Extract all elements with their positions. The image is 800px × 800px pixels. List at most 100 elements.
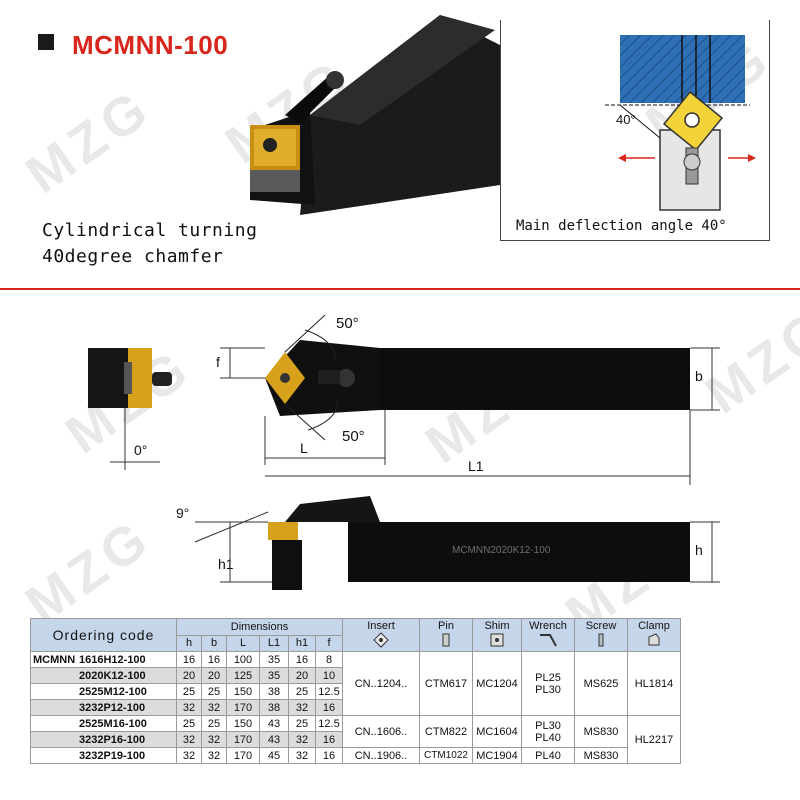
angle-label-9: 9° [176,505,190,521]
cell-h: 32 [176,699,202,716]
diagram-panel [500,20,770,241]
cell-h: 32 [176,731,202,748]
title-bullet [38,34,54,50]
cell-L: 100 [226,651,260,668]
cell-h: 25 [176,715,202,732]
cell-b: 16 [201,651,227,668]
cell-L: 170 [226,699,260,716]
cell-shim: MC1204 [472,651,522,716]
header-screw: Screw [574,618,628,652]
ordering-code: 1616H12-100 [77,651,177,668]
cell-b: 32 [201,699,227,716]
cell-h1: 32 [288,731,316,748]
cell-b: 20 [201,667,227,684]
angle-label-50-bottom: 50° [342,428,365,445]
cell-L1: 43 [259,715,289,732]
cell-pin: CTM617 [419,651,473,716]
engraving-text: MCMNN2020K12-100 [452,545,551,556]
cell-L: 150 [226,683,260,700]
divider [0,288,800,290]
cell-screw: MS830 [574,715,628,748]
cell-clamp: HL1814 [627,651,681,716]
cell-h1: 20 [288,667,316,684]
ordering-code: 2020K12-100 [77,667,177,684]
cell-L1: 38 [259,683,289,700]
table-row: 3232P19-100 32 32 170 45 32 16 CN..1906.… [30,747,681,764]
cell-b: 25 [201,683,227,700]
product-photo [250,15,500,215]
cell-L: 170 [226,747,260,764]
table-row: 2525M16-100 25 25 150 43 25 12.5 CN..160… [30,715,681,764]
cell-h1: 32 [288,747,316,764]
ordering-code: 2525M12-100 [77,683,177,700]
dim-col-L: L [226,634,260,652]
header-clamp: Clamp [627,618,681,652]
cell-f: 16 [315,747,343,764]
series-spacer [30,667,77,684]
wrench-icon [540,633,557,646]
header-wrench-label: Wrench [529,619,567,632]
cell-h1: 16 [288,651,316,668]
dim-col-L1: L1 [259,634,289,652]
header-shim-label: Shim [484,619,510,632]
cell-L1: 35 [259,651,289,668]
cell-b: 32 [201,731,227,748]
header-insert-label: Insert [367,619,395,632]
header-pin: Pin [419,618,473,652]
cell-insert: CN..1906.. [342,747,420,764]
cell-f: 10 [315,667,343,684]
cell-shim: MC1904 [472,747,522,764]
cutting-schematic [605,35,756,211]
watermark: MZG [15,76,163,206]
cell-shim: MC1604 [472,715,522,748]
ordering-code: 2525M16-100 [77,715,177,732]
series-spacer [30,699,77,716]
spec-table: Ordering code Dimensions Insert Pin Shim… [30,618,681,764]
cell-h: 20 [176,667,202,684]
series-spacer [30,683,77,700]
dim-col-b: b [201,634,227,652]
shim-icon [490,633,504,646]
ordering-code: 3232P12-100 [77,699,177,716]
table-row: MCMNN 1616H12-100 16 16 100 35 16 8 CN..… [30,651,681,716]
cell-h1: 25 [288,715,316,732]
cell-clamp: HL2217 [627,715,681,764]
cell-L1: 38 [259,699,289,716]
dim-label-h: h [695,542,703,558]
dim-label-h1: h1 [218,556,234,572]
cell-insert: CN..1606.. [342,715,420,748]
wrench-value: PL25 [535,671,561,684]
cell-h: 32 [176,747,202,764]
clamp-icon [648,632,660,645]
cell-L1: 35 [259,667,289,684]
cell-L: 170 [226,731,260,748]
wrench-value: PL30 [535,683,561,696]
cell-screw: MS625 [574,651,628,716]
cell-h: 25 [176,683,202,700]
cell-pin: CTM822 [419,715,473,748]
series-spacer [30,731,77,748]
page-title: MCMNN-100 [72,30,229,60]
dim-label-f: f [216,354,220,370]
cell-f: 16 [315,699,343,716]
header-insert: Insert [342,618,420,652]
series-spacer [30,747,77,764]
cell-f: 8 [315,651,343,668]
dim-label-L: L [300,440,308,456]
cell-L1: 45 [259,747,289,764]
wrench-value: PL30 [535,719,561,732]
header-screw-label: Screw [585,619,617,632]
header-shim: Shim [472,618,522,652]
header-dimensions: Dimensions [176,618,343,636]
cell-wrench: PL40 [521,747,575,764]
series-spacer [30,715,77,732]
wrench-value: PL40 [535,731,561,744]
cell-h: 16 [176,651,202,668]
insert-icon [373,631,389,648]
cell-h1: 25 [288,683,316,700]
cell-f: 16 [315,731,343,748]
diagram-caption: Main deflection angle 40° [516,218,727,234]
cell-L: 125 [226,667,260,684]
cell-f: 12.5 [315,715,343,732]
